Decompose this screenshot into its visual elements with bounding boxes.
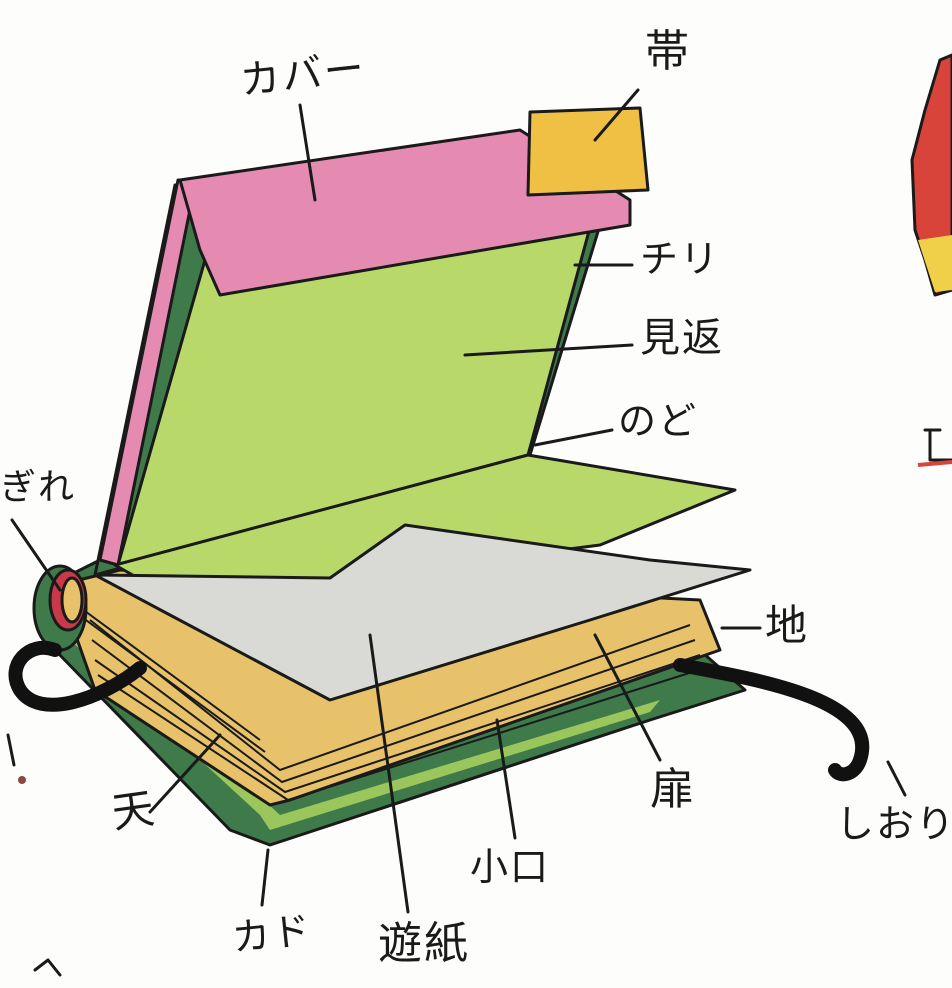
label-koguchi: 小口 [470, 848, 550, 886]
label-kado: カド [230, 911, 314, 957]
label-ten: 天 [109, 787, 158, 835]
label-tobira: 扉 [650, 768, 696, 812]
ink-mark [35, 960, 60, 975]
label-hanagire: ぎれ [0, 470, 76, 506]
label-shiori: しおり [836, 805, 952, 843]
label-nodo: のど [618, 402, 698, 440]
headband [34, 566, 86, 650]
label-mikaeshi: 見返 [640, 318, 724, 358]
ink-mark [8, 735, 14, 765]
neighbor-illustration-fragment [912, 55, 952, 465]
label-chiri: チリ [640, 240, 720, 278]
obi-band [528, 108, 648, 195]
label-chi: 地 [765, 605, 809, 647]
ink-dot [18, 776, 26, 784]
label-obi: 帯 [645, 30, 691, 74]
label-asobigami: 遊紙 [378, 922, 470, 966]
